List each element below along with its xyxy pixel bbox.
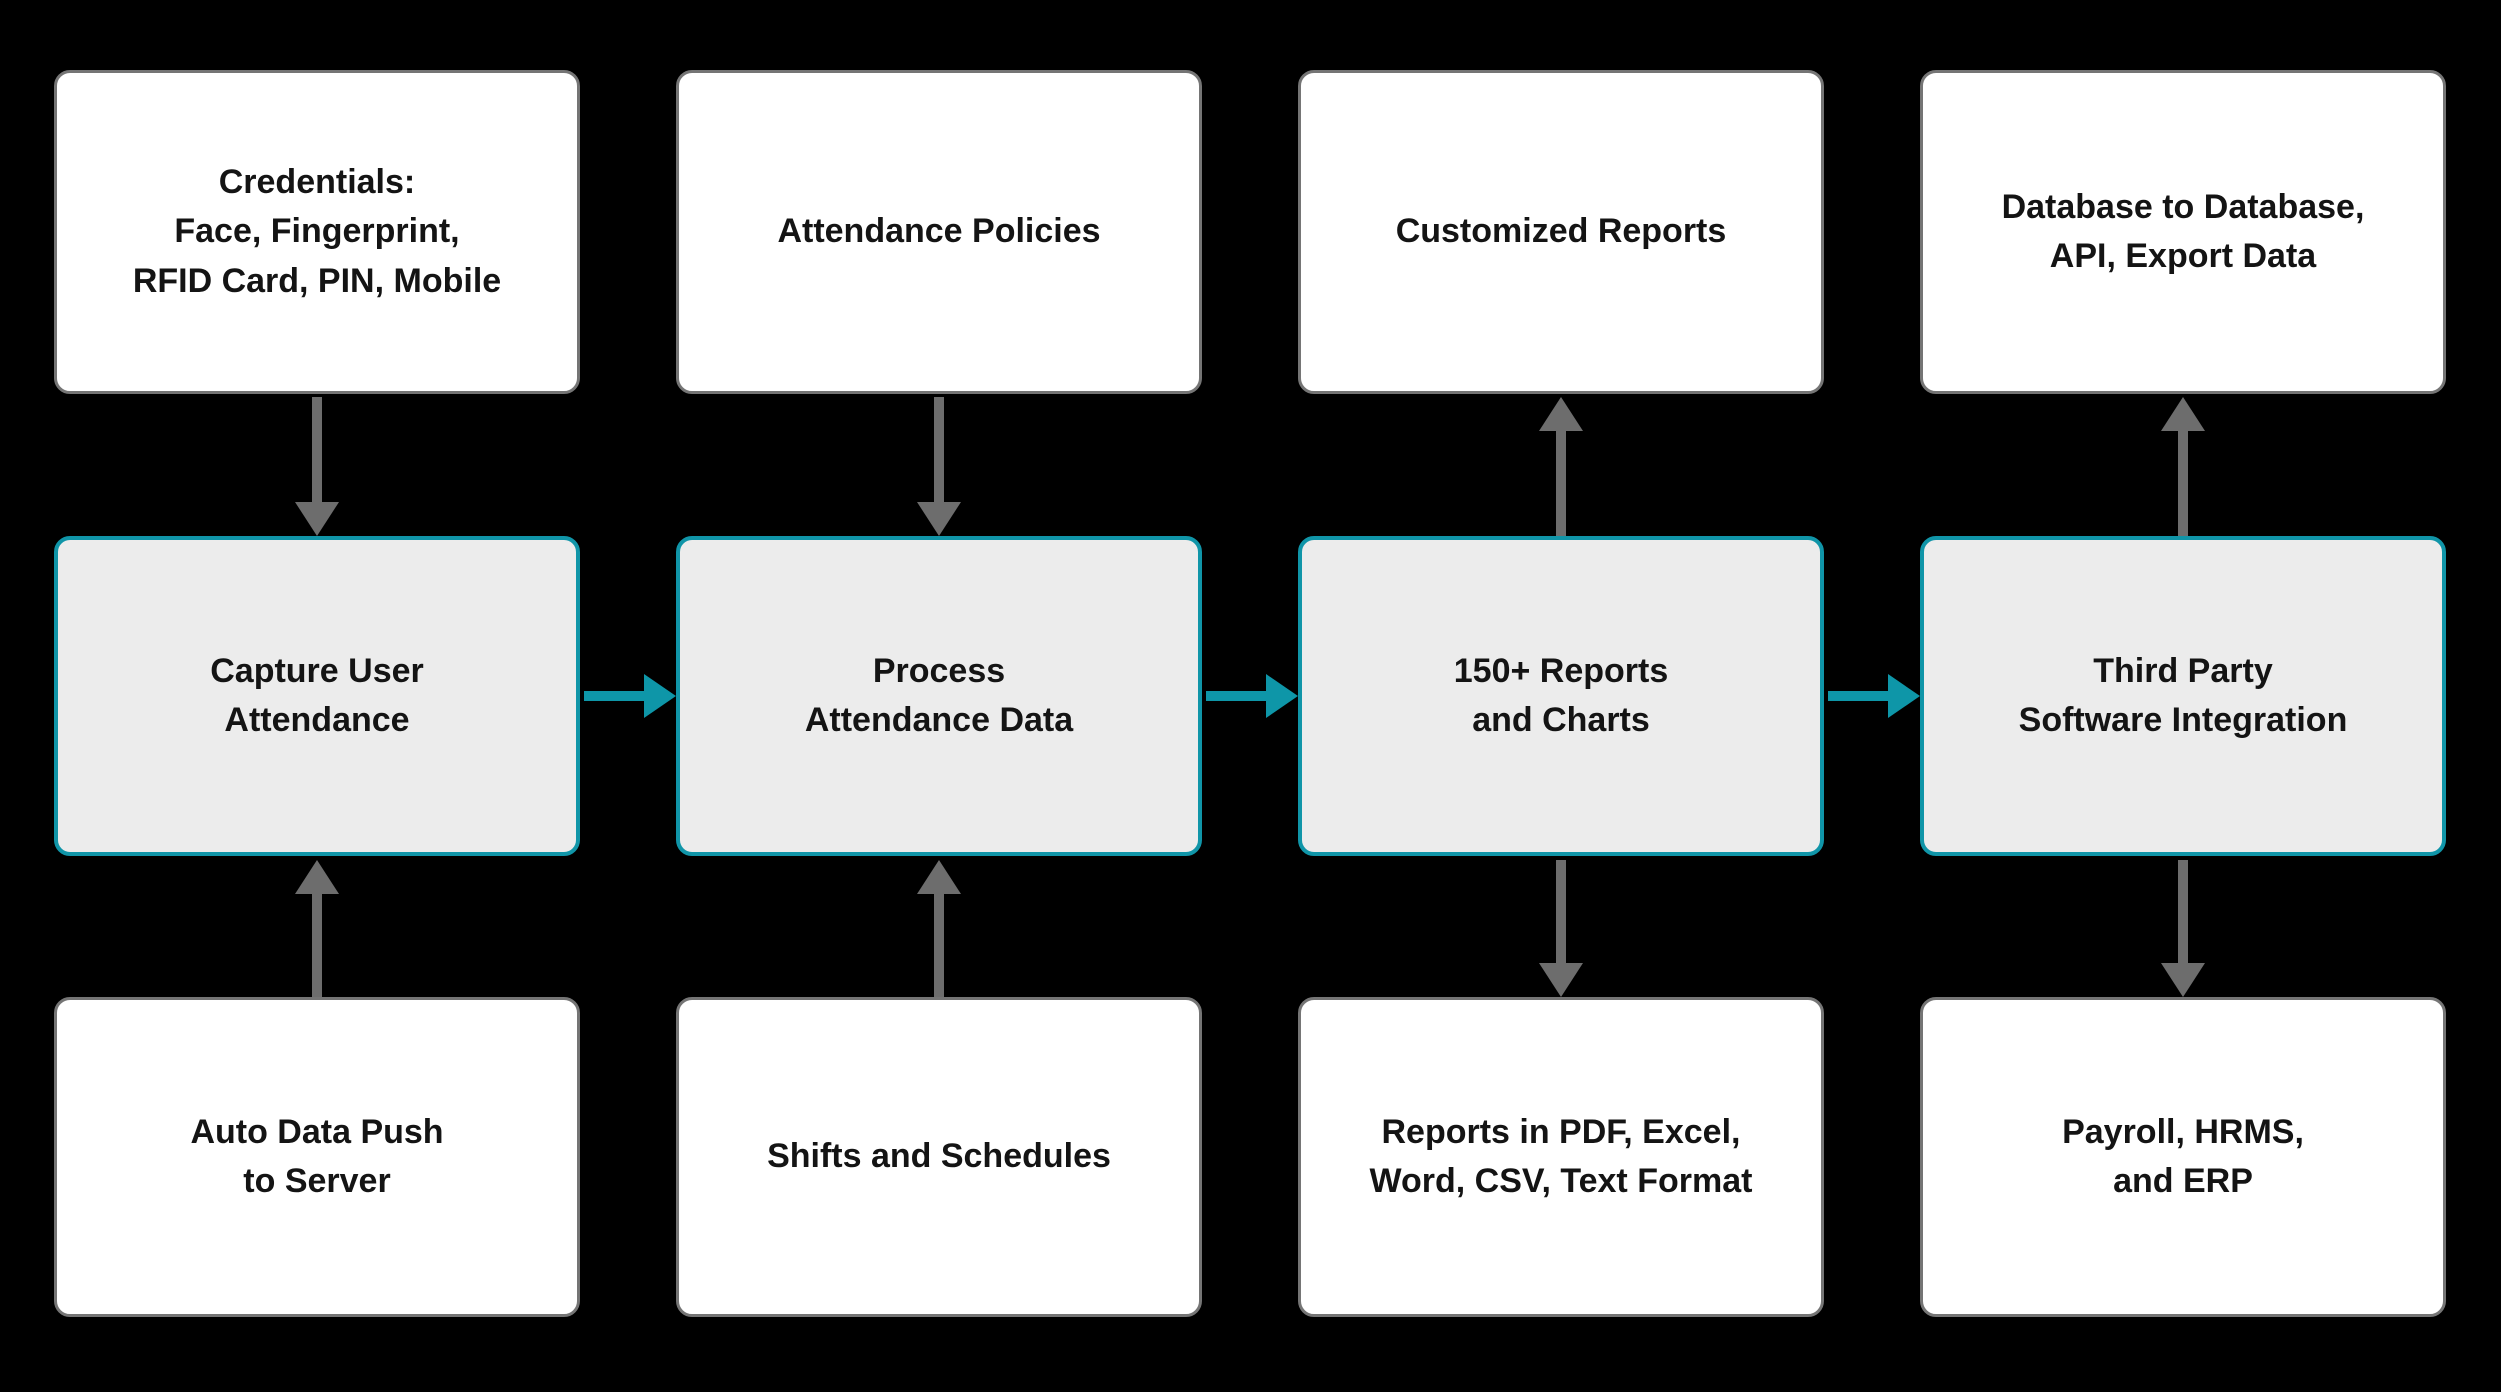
arrow-integration-to-payroll: [2161, 860, 2205, 997]
arrow-shaft: [1206, 691, 1270, 701]
node-credentials: Credentials: Face, Fingerprint, RFID Car…: [54, 70, 580, 394]
node-label: Third Party Software Integration: [2018, 651, 2348, 739]
node-auto-data-push: Auto Data Push to Server: [54, 997, 580, 1317]
arrow-credentials-to-capture: [295, 397, 339, 536]
arrow-reports-to-integration: [1828, 674, 1920, 718]
node-label: Shifts and Schedules: [767, 1137, 1111, 1176]
arrow-up-icon: [917, 860, 961, 894]
arrow-integration-to-database: [2161, 397, 2205, 536]
arrow-shaft: [2178, 860, 2188, 967]
arrow-process-to-reports: [1206, 674, 1298, 718]
arrow-down-icon: [917, 502, 961, 536]
arrow-up-icon: [295, 860, 339, 894]
node-database-api-export: Database to Database, API, Export Data: [1920, 70, 2446, 394]
arrow-policies-to-process: [917, 397, 961, 536]
arrow-shaft: [312, 890, 322, 997]
node-third-party-integration: Third Party Software Integration: [1920, 536, 2446, 856]
arrow-shaft: [1556, 860, 1566, 967]
arrow-down-icon: [295, 502, 339, 536]
arrow-shaft: [312, 397, 322, 506]
node-label: Credentials: Face, Fingerprint, RFID Car…: [132, 163, 502, 300]
arrow-shifts-to-process: [917, 860, 961, 997]
arrow-right-icon: [644, 674, 676, 718]
arrow-down-icon: [1539, 963, 1583, 997]
node-label: Capture User Attendance: [210, 651, 424, 739]
node-payroll-hrms-erp: Payroll, HRMS, and ERP: [1920, 997, 2446, 1317]
arrow-shaft: [584, 691, 648, 701]
arrow-right-icon: [1888, 674, 1920, 718]
node-capture-user-attendance: Capture User Attendance: [54, 536, 580, 856]
node-process-attendance-data: Process Attendance Data: [676, 536, 1202, 856]
arrow-down-icon: [2161, 963, 2205, 997]
arrow-shaft: [934, 890, 944, 997]
arrow-capture-to-process: [584, 674, 676, 718]
arrow-autopush-to-capture: [295, 860, 339, 997]
arrow-shaft: [2178, 427, 2188, 536]
node-label: Auto Data Push to Server: [190, 1112, 444, 1200]
node-label: 150+ Reports and Charts: [1453, 651, 1669, 739]
arrow-up-icon: [1539, 397, 1583, 431]
node-label: Process Attendance Data: [804, 651, 1074, 739]
arrow-shaft: [1556, 427, 1566, 536]
node-customized-reports: Customized Reports: [1298, 70, 1824, 394]
arrow-up-icon: [2161, 397, 2205, 431]
node-label: Attendance Policies: [777, 212, 1101, 251]
arrow-reports-to-formats: [1539, 860, 1583, 997]
node-reports-formats: Reports in PDF, Excel, Word, CSV, Text F…: [1298, 997, 1824, 1317]
node-reports-and-charts: 150+ Reports and Charts: [1298, 536, 1824, 856]
node-attendance-policies: Attendance Policies: [676, 70, 1202, 394]
node-label: Customized Reports: [1395, 212, 1727, 251]
arrow-shaft: [934, 397, 944, 506]
node-label: Payroll, HRMS, and ERP: [2062, 1112, 2304, 1200]
node-label: Database to Database, API, Export Data: [2001, 187, 2365, 275]
arrow-reports-to-customized: [1539, 397, 1583, 536]
arrow-right-icon: [1266, 674, 1298, 718]
arrow-shaft: [1828, 691, 1892, 701]
node-shifts-schedules: Shifts and Schedules: [676, 997, 1202, 1317]
node-label: Reports in PDF, Excel, Word, CSV, Text F…: [1369, 1112, 1753, 1200]
